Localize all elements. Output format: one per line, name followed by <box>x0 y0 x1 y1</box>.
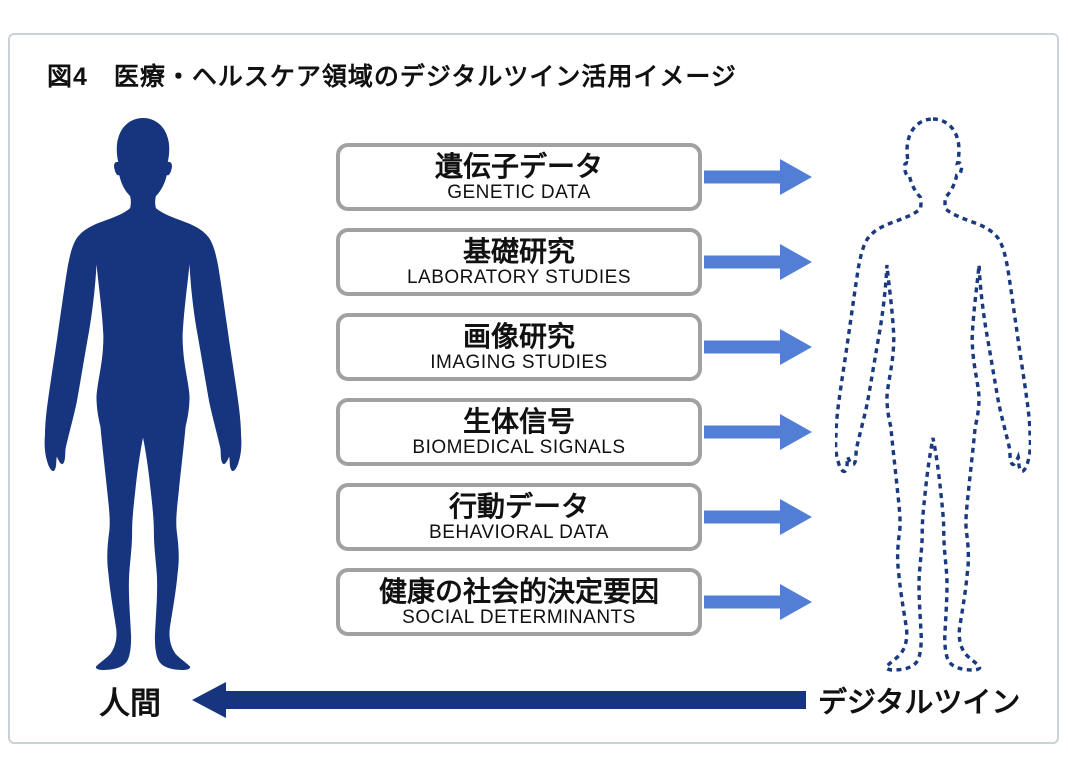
flow-arrow-right-icon <box>704 159 812 195</box>
data-box-genetic-data: 遺伝子データ GENETIC DATA <box>336 143 702 211</box>
data-box-en-label: IMAGING STUDIES <box>430 351 608 373</box>
data-box-en-label: LABORATORY STUDIES <box>406 266 632 288</box>
flow-arrow-right-icon <box>704 414 812 450</box>
data-row-social-determinants: 健康の社会的決定要因 SOCIAL DETERMINANTS <box>336 568 818 636</box>
flow-arrow-right-icon <box>704 584 812 620</box>
data-box-jp-label: 遺伝子データ <box>434 150 603 182</box>
data-box-jp-label: 画像研究 <box>462 320 575 352</box>
data-box-en-label: BEHAVIORAL DATA <box>429 521 609 543</box>
data-box-jp-label: 健康の社会的決定要因 <box>378 575 659 607</box>
data-box-imaging-studies: 画像研究 IMAGING STUDIES <box>336 313 702 381</box>
data-row-biomedical-signals: 生体信号 BIOMEDICAL SIGNALS <box>336 398 818 466</box>
human-silhouette-icon <box>44 118 242 670</box>
data-box-jp-label: 行動データ <box>448 490 589 522</box>
data-row-imaging-studies: 画像研究 IMAGING STUDIES <box>336 313 818 381</box>
digital-twin-label: デジタルツイン <box>818 687 1021 719</box>
data-box-biomedical-signals: 生体信号 BIOMEDICAL SIGNALS <box>336 398 702 466</box>
human-label: 人間 <box>99 686 161 721</box>
data-box-laboratory-studies: 基礎研究 LABORATORY STUDIES <box>336 228 702 296</box>
data-box-en-label: SOCIAL DETERMINANTS <box>402 606 636 628</box>
data-row-behavioral-data: 行動データ BEHAVIORAL DATA <box>336 483 818 551</box>
figure-title: 図4 医療・ヘルスケア領域のデジタルツイン活用イメージ <box>47 63 737 91</box>
data-box-jp-label: 基礎研究 <box>462 235 575 267</box>
data-row-laboratory-studies: 基礎研究 LABORATORY STUDIES <box>336 228 818 296</box>
data-box-social-determinants: 健康の社会的決定要因 SOCIAL DETERMINANTS <box>336 568 702 636</box>
feedback-arrow-left-icon <box>192 682 806 718</box>
data-box-jp-label: 生体信号 <box>462 405 575 437</box>
flow-arrow-right-icon <box>704 499 812 535</box>
digital-twin-outline-icon <box>835 117 1031 672</box>
data-box-en-label: BIOMEDICAL SIGNALS <box>412 436 626 458</box>
data-box-behavioral-data: 行動データ BEHAVIORAL DATA <box>336 483 702 551</box>
flow-arrow-right-icon <box>704 244 812 280</box>
data-row-genetic-data: 遺伝子データ GENETIC DATA <box>336 143 818 211</box>
data-box-en-label: GENETIC DATA <box>447 181 591 203</box>
flow-arrow-right-icon <box>704 329 812 365</box>
